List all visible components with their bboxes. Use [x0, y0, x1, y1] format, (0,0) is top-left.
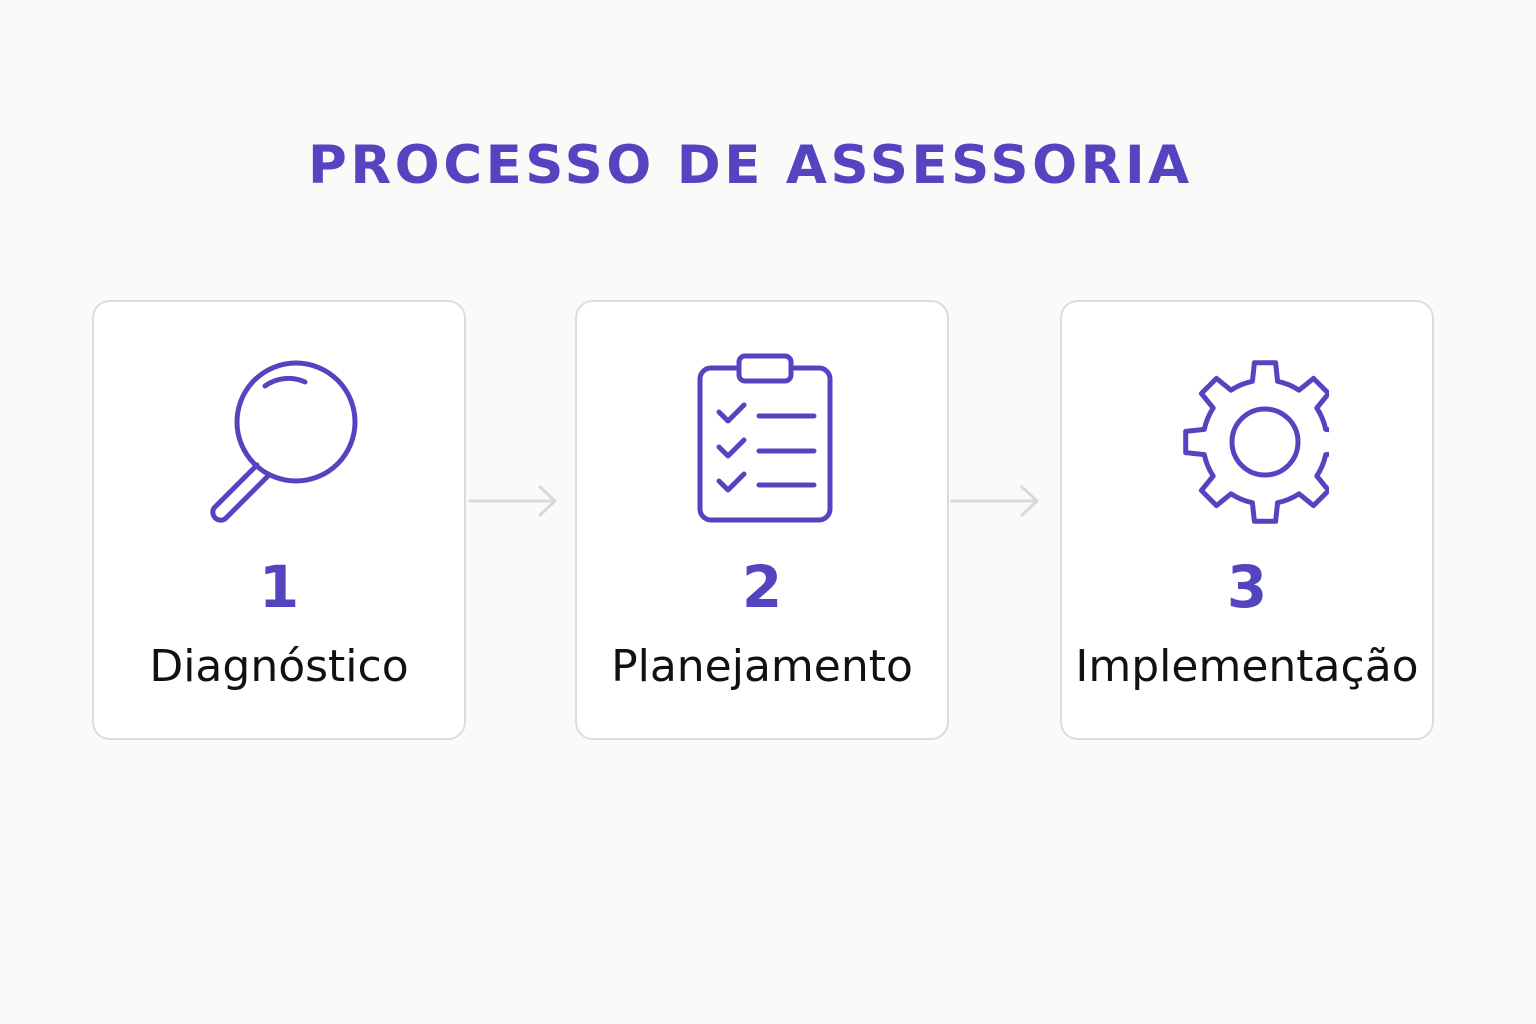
page-title: PROCESSO DE ASSESSORIA: [308, 135, 1193, 196]
checklist-clipboard-icon: [684, 352, 844, 532]
step-number: 2: [741, 553, 783, 621]
step-label: Implementação: [1075, 641, 1419, 692]
step-number: 3: [1226, 553, 1268, 621]
magnifying-glass-icon: [201, 352, 361, 532]
step-card-planejamento: 2 Planejamento: [575, 300, 949, 740]
arrow-right-icon: [466, 482, 562, 520]
step-number: 1: [258, 553, 300, 621]
gear-icon: [1169, 352, 1329, 532]
step-label: Planejamento: [611, 641, 913, 692]
step-label: Diagnóstico: [149, 641, 409, 692]
step-card-diagnostico: 1 Diagnóstico: [92, 300, 466, 740]
step-card-implementacao: 3 Implementação: [1060, 300, 1434, 740]
arrow-right-icon: [948, 482, 1044, 520]
